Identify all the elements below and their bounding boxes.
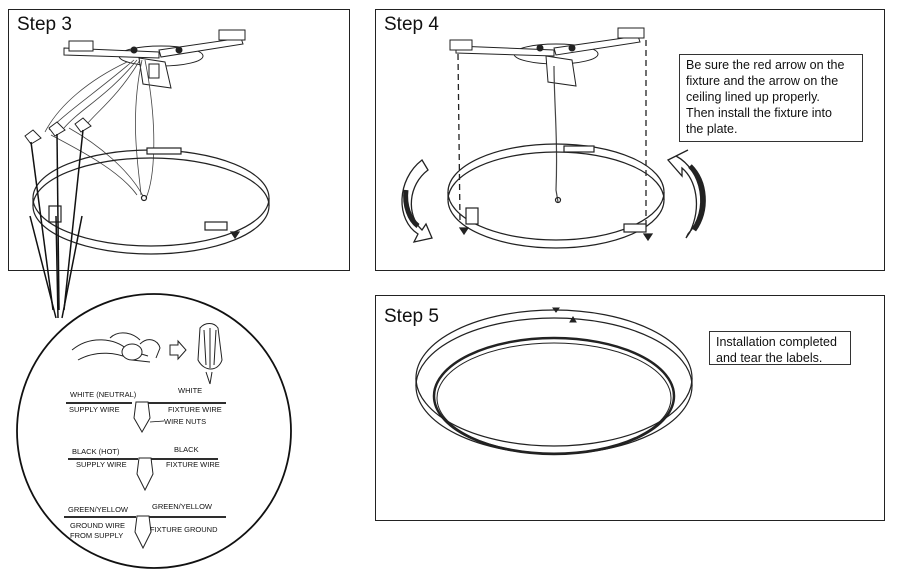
label-black: BLACK: [174, 445, 199, 454]
label-ground-wire-line2: FROM SUPPLY: [70, 531, 123, 540]
fixture-cord: [553, 65, 559, 203]
step3-title: Step 3: [17, 14, 72, 35]
step4-panel: Step 4: [375, 9, 885, 271]
mounting-bracket: [63, 29, 246, 89]
alignment-guides: [457, 40, 647, 228]
rotate-left-arrow-icon: [401, 159, 433, 243]
label-fixture-ground: FIXTURE GROUND: [150, 525, 218, 534]
label-fixture-wire-2: FIXTURE WIRE: [166, 460, 220, 469]
label-white: WHITE: [178, 386, 202, 395]
wire-nut-white: [133, 401, 151, 434]
note-line: ceiling lined up properly.: [686, 90, 820, 104]
arrow-icon: [169, 339, 187, 361]
note-line: fixture and the arrow on the: [686, 74, 839, 88]
step5-panel: Step 5 Installation completed and tear t…: [375, 295, 885, 521]
step4-illustration: [401, 27, 706, 249]
step4-note: Be sure the red arrow on the fixture and…: [679, 54, 863, 142]
wire-nut-ground: [134, 515, 152, 550]
wire-nuts: [24, 117, 92, 145]
fixture-disc: [32, 147, 270, 255]
label-black-hot: BLACK (HOT): [72, 447, 120, 456]
note-line: Then install the fixture into: [686, 106, 832, 120]
label-supply-wire-2: SUPPLY WIRE: [76, 460, 127, 469]
note-line: Be sure the red arrow on the: [686, 58, 845, 72]
note-line: the plate.: [686, 122, 738, 136]
label-white-neutral: WHITE (NEUTRAL): [70, 390, 137, 399]
supply-wires: [44, 59, 155, 199]
fixture-disc: [447, 143, 665, 249]
label-wire-nuts: WIRE NUTS: [164, 417, 206, 426]
installed-fixture: [415, 307, 693, 456]
step3-illustration: [24, 29, 270, 311]
note-line: and tear the labels.: [716, 351, 823, 365]
label-ground-wire-line1: GROUND WIRE: [70, 521, 125, 530]
wire-nut-black: [136, 457, 154, 492]
label-fixture-wire-1: FIXTURE WIRE: [168, 405, 222, 414]
step5-note: Installation completed and tear the labe…: [709, 331, 851, 365]
step4-title: Step 4: [384, 14, 439, 35]
label-green-yellow-right: GREEN/YELLOW: [152, 502, 213, 511]
twist-wires-illustration: [71, 332, 161, 363]
label-green-yellow-left: GREEN/YELLOW: [68, 505, 129, 514]
note-line: Installation completed: [716, 335, 837, 349]
step5-title: Step 5: [384, 306, 439, 327]
step3-panel: Step 3: [8, 9, 350, 311]
step5-illustration: [415, 307, 693, 456]
mounting-bracket: [449, 27, 645, 87]
wire-nut-closeup-icon: [197, 323, 223, 385]
label-supply-wire-1: SUPPLY WIRE: [69, 405, 120, 414]
